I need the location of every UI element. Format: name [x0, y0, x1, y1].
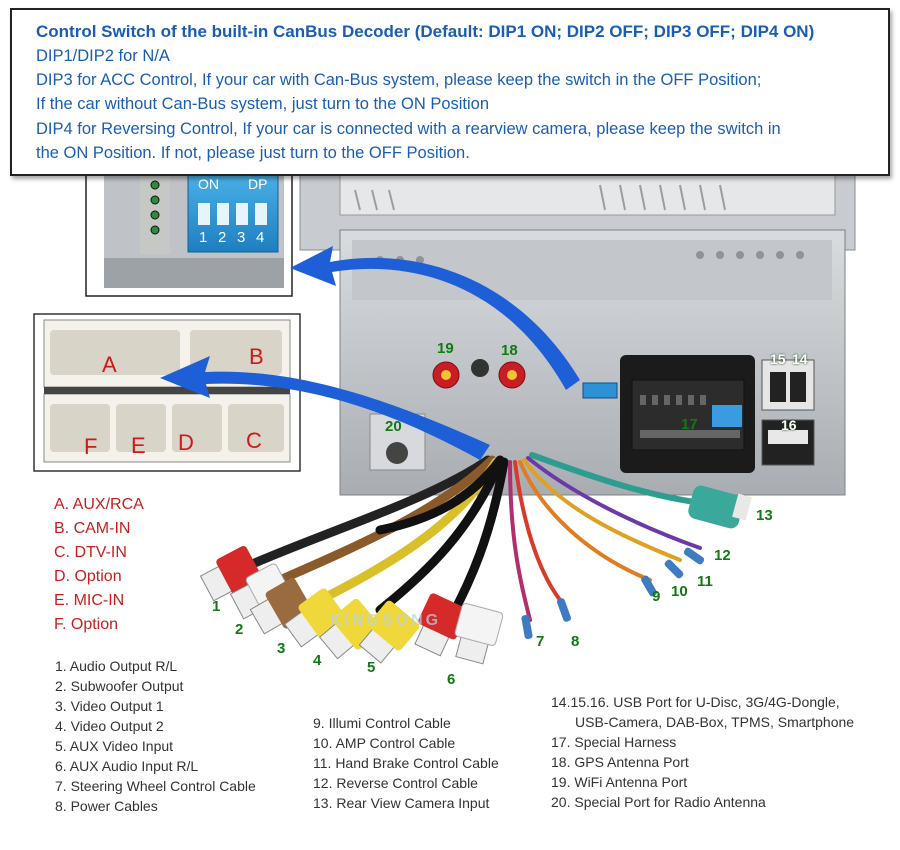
- legend-item: 20. Special Port for Radio Antenna: [551, 794, 766, 810]
- antenna-connectors: [432, 359, 526, 389]
- connector-letter-d: D: [178, 430, 194, 455]
- callout-14: 14: [792, 351, 808, 367]
- callout-10: 10: [671, 583, 688, 600]
- info-line-1: DIP1/DIP2 for N/A: [36, 47, 170, 65]
- info-title: Control Switch of the built-in CanBus De…: [36, 22, 815, 41]
- dip-4-label: 4: [256, 229, 265, 246]
- legend-item: USB-Camera, DAB-Box, TPMS, Smartphone: [575, 714, 855, 730]
- harness-legend-b: B. CAM-IN: [54, 520, 131, 537]
- callout-12: 12: [714, 547, 731, 564]
- callout-16: 16: [781, 417, 797, 433]
- legend-item: 10. AMP Control Cable: [313, 735, 456, 751]
- callout-8: 8: [571, 633, 580, 650]
- pin-terminals: [521, 547, 705, 640]
- dip-dp-label: DP: [248, 176, 268, 192]
- info-line-2: DIP3 for ACC Control, If your car with C…: [36, 71, 762, 89]
- connector-letter-f: F: [84, 434, 98, 459]
- callout-13: 13: [756, 507, 773, 524]
- legend-item: 9. Illumi Control Cable: [313, 715, 451, 731]
- legend-item: 3. Video Output 1: [55, 698, 164, 714]
- legend-item: 17. Special Harness: [551, 734, 677, 750]
- canbus-info-box: Control Switch of the built-in CanBus De…: [10, 8, 890, 176]
- callout-20: 20: [385, 418, 402, 435]
- legend-item: 18. GPS Antenna Port: [551, 754, 689, 770]
- rca-plugs: [199, 545, 504, 665]
- legend-item: 4. Video Output 2: [55, 718, 164, 734]
- legend-item: 5. AUX Video Input: [55, 738, 174, 754]
- legend-item: 13. Rear View Camera Input: [313, 795, 490, 811]
- callout-19: 19: [437, 340, 454, 357]
- blue-arrows: [160, 246, 580, 460]
- connector-letter-c: C: [246, 428, 262, 453]
- legend-item: 6. AUX Audio Input R/L: [55, 758, 199, 774]
- callout-17: 17: [681, 416, 698, 433]
- callout-7: 7: [536, 633, 545, 650]
- harness-legend-a: A. AUX/RCA: [54, 496, 144, 513]
- harness-legend-c: C. DTV-IN: [54, 544, 127, 561]
- harness-legend-f: F. Option: [54, 616, 119, 633]
- connector-letter-b: B: [249, 344, 264, 369]
- legend-item: 8. Power Cables: [55, 798, 158, 814]
- harness-legend-d: D. Option: [54, 568, 122, 585]
- callout-1: 1: [212, 598, 221, 615]
- callout-9: 9: [652, 588, 661, 605]
- dip-1-label: 1: [199, 229, 208, 246]
- info-line-4: DIP4 for Reversing Control, If your car …: [36, 120, 781, 138]
- dip-on-label: ON: [198, 176, 219, 192]
- legend-item: 12. Reverse Control Cable: [313, 775, 478, 791]
- callout-5: 5: [367, 659, 376, 676]
- connector-letter-e: E: [131, 433, 146, 458]
- harness-port-17: [620, 355, 755, 473]
- unit-dip-switch: [582, 382, 618, 399]
- callout-18: 18: [501, 342, 518, 359]
- legend-item: 1. Audio Output R/L: [55, 658, 178, 674]
- harness-legend-e: E. MIC-IN: [54, 592, 125, 609]
- dip-3-label: 3: [237, 229, 246, 246]
- callout-3: 3: [277, 640, 286, 657]
- watermark: KINGSONG: [330, 612, 442, 629]
- info-line-3: If the car without Can-Bus system, just …: [36, 95, 490, 113]
- dip-2-label: 2: [218, 229, 227, 246]
- callout-6: 6: [447, 671, 456, 688]
- dip-closeup: [85, 165, 293, 297]
- connector-closeup: [33, 313, 301, 472]
- legend-item: 2. Subwoofer Output: [55, 678, 184, 694]
- callout-15: 15: [770, 351, 786, 367]
- callout-4: 4: [313, 652, 322, 669]
- callout-2: 2: [235, 621, 244, 638]
- legend-item: 19. WiFi Antenna Port: [551, 774, 688, 790]
- callout-11: 11: [697, 573, 713, 590]
- legend-item: 7. Steering Wheel Control Cable: [55, 778, 256, 794]
- camera-plug: [688, 485, 752, 529]
- connector-letter-a: A: [102, 352, 117, 377]
- legend-item: 11. Hand Brake Control Cable: [313, 755, 499, 771]
- usb-ports: [761, 359, 815, 466]
- info-line-5: the ON Position. If not, please just tur…: [36, 144, 470, 162]
- legend-item: 14.15.16. USB Port for U-Disc, 3G/4G-Don…: [551, 694, 840, 710]
